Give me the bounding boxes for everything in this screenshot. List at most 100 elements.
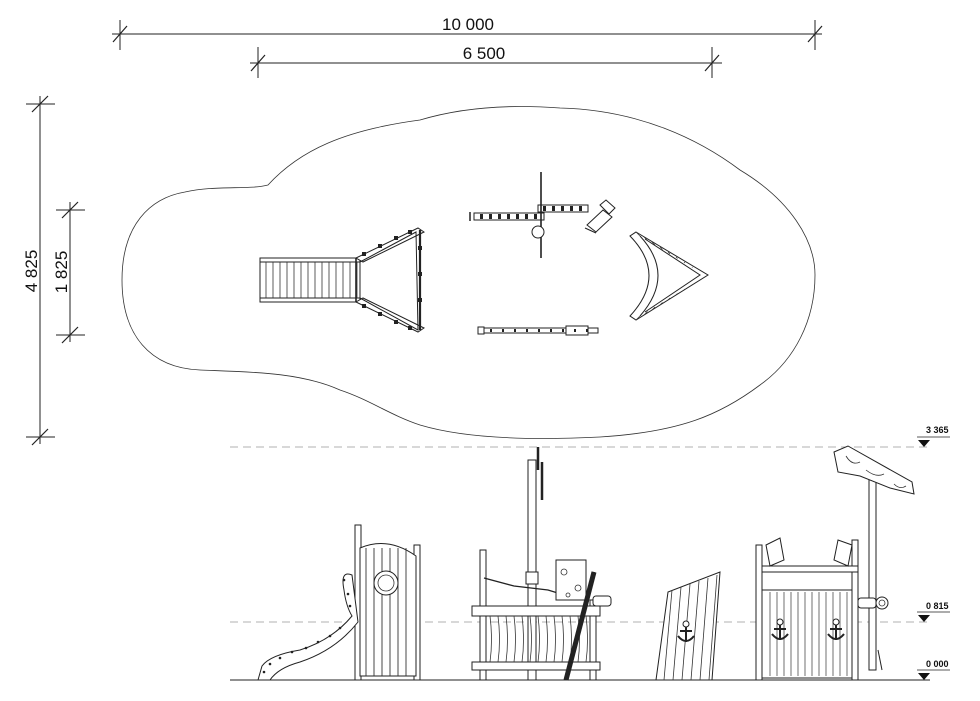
net-bridge-elevation bbox=[471, 549, 612, 681]
bolt bbox=[408, 230, 412, 234]
bolt bbox=[562, 329, 564, 332]
bow-plan bbox=[629, 231, 709, 321]
bolt bbox=[526, 329, 528, 332]
slide-bolt bbox=[342, 578, 346, 582]
bolt bbox=[489, 214, 492, 219]
porthole-icon bbox=[373, 570, 399, 596]
anchor-icon-left bbox=[771, 618, 789, 640]
bow-plank bbox=[651, 306, 656, 311]
net-rope bbox=[561, 615, 564, 663]
bolt bbox=[490, 329, 492, 332]
plan-view bbox=[121, 106, 816, 439]
slide-bolt bbox=[268, 662, 272, 666]
bow-plank bbox=[691, 284, 693, 286]
flag-icon bbox=[833, 445, 915, 495]
inner-length-label: 6 500 bbox=[463, 44, 506, 63]
anchor-icon bbox=[677, 620, 695, 642]
bow-plank bbox=[635, 231, 641, 237]
mast-plan bbox=[469, 172, 616, 258]
bolt bbox=[538, 329, 540, 332]
level-marker-platform: 0 815 bbox=[917, 601, 950, 622]
slide-plan bbox=[259, 257, 361, 303]
net-rope bbox=[505, 615, 508, 663]
hull-slat bbox=[708, 574, 718, 681]
bolt bbox=[502, 329, 504, 332]
bow-plank bbox=[667, 297, 671, 301]
bolt bbox=[574, 329, 576, 332]
slide-bolt bbox=[338, 626, 342, 630]
bow-plank bbox=[683, 288, 686, 291]
safety-zone-outline bbox=[121, 106, 816, 439]
bolt bbox=[550, 329, 552, 332]
bolt bbox=[586, 329, 588, 332]
tower-elevation bbox=[354, 524, 421, 681]
net-rope bbox=[585, 615, 588, 663]
bow-plank bbox=[675, 293, 678, 296]
bolt bbox=[378, 312, 382, 316]
hull-slat bbox=[672, 586, 682, 681]
hull-slat bbox=[699, 577, 709, 681]
bow-plank bbox=[675, 256, 678, 259]
side-elevation bbox=[257, 445, 915, 681]
inner-width-label: 1 825 bbox=[52, 251, 71, 294]
bolt bbox=[570, 206, 573, 211]
bolt bbox=[418, 298, 422, 302]
slide-bolt bbox=[316, 640, 320, 644]
slide-bolt bbox=[262, 670, 266, 674]
slide-bolt bbox=[304, 646, 308, 650]
bolt bbox=[418, 272, 422, 276]
tower-plan bbox=[354, 227, 425, 333]
dimension-inner-length: 6 500 bbox=[250, 44, 722, 78]
bolt bbox=[579, 206, 582, 211]
bow-plank bbox=[635, 315, 641, 321]
slide-bolt bbox=[328, 634, 332, 638]
bolt bbox=[514, 329, 516, 332]
bow-plank bbox=[659, 302, 663, 306]
telescope-icon bbox=[584, 199, 616, 234]
total-length-label: 10 000 bbox=[442, 15, 494, 34]
slide-bolt bbox=[348, 604, 352, 608]
elevation-levels: 3 365 0 815 0 000 bbox=[230, 425, 950, 681]
hull-slat bbox=[690, 580, 700, 681]
bow-plank bbox=[667, 251, 671, 255]
slide-bolt bbox=[346, 592, 350, 596]
bolt bbox=[362, 304, 366, 308]
slide-bolt bbox=[290, 650, 294, 654]
bow-tower-elevation bbox=[755, 445, 915, 681]
mast-elevation bbox=[525, 447, 544, 681]
dimension-total-length: 10 000 bbox=[112, 15, 823, 50]
bow-plank bbox=[683, 261, 686, 264]
steering-wheel-icon bbox=[857, 596, 889, 610]
bolt bbox=[362, 252, 366, 256]
bolt bbox=[498, 214, 501, 219]
elevation-ground-label: 0 000 bbox=[926, 659, 949, 669]
bolt bbox=[552, 206, 555, 211]
slide-bolt bbox=[278, 656, 282, 660]
net-rope bbox=[545, 615, 548, 663]
total-width-label: 4 825 bbox=[22, 250, 41, 293]
net-rope bbox=[537, 615, 540, 663]
net-rope bbox=[577, 615, 580, 663]
anchor-icon-right bbox=[827, 618, 845, 640]
elevation-top-label: 3 365 bbox=[926, 425, 949, 435]
bow-plank bbox=[643, 236, 648, 241]
net-rope bbox=[497, 615, 500, 663]
level-marker-top: 3 365 bbox=[917, 425, 950, 447]
dimension-total-width: 4 825 bbox=[22, 95, 55, 446]
bolt bbox=[408, 326, 412, 330]
net-rope bbox=[513, 615, 516, 663]
bolt bbox=[561, 206, 564, 211]
bolt bbox=[378, 244, 382, 248]
bow-plank bbox=[659, 246, 663, 250]
level-marker-ground: 0 000 bbox=[917, 659, 950, 680]
bolt bbox=[525, 214, 528, 219]
dimension-inner-width: 1 825 bbox=[52, 201, 85, 344]
bow-plank bbox=[691, 266, 693, 268]
net-rope bbox=[553, 615, 556, 663]
bolt bbox=[534, 214, 537, 219]
bolt bbox=[507, 214, 510, 219]
bolt bbox=[480, 214, 483, 219]
bolt bbox=[516, 214, 519, 219]
elevation-platform-label: 0 815 bbox=[926, 601, 949, 611]
hull-panel-elevation bbox=[655, 571, 721, 681]
